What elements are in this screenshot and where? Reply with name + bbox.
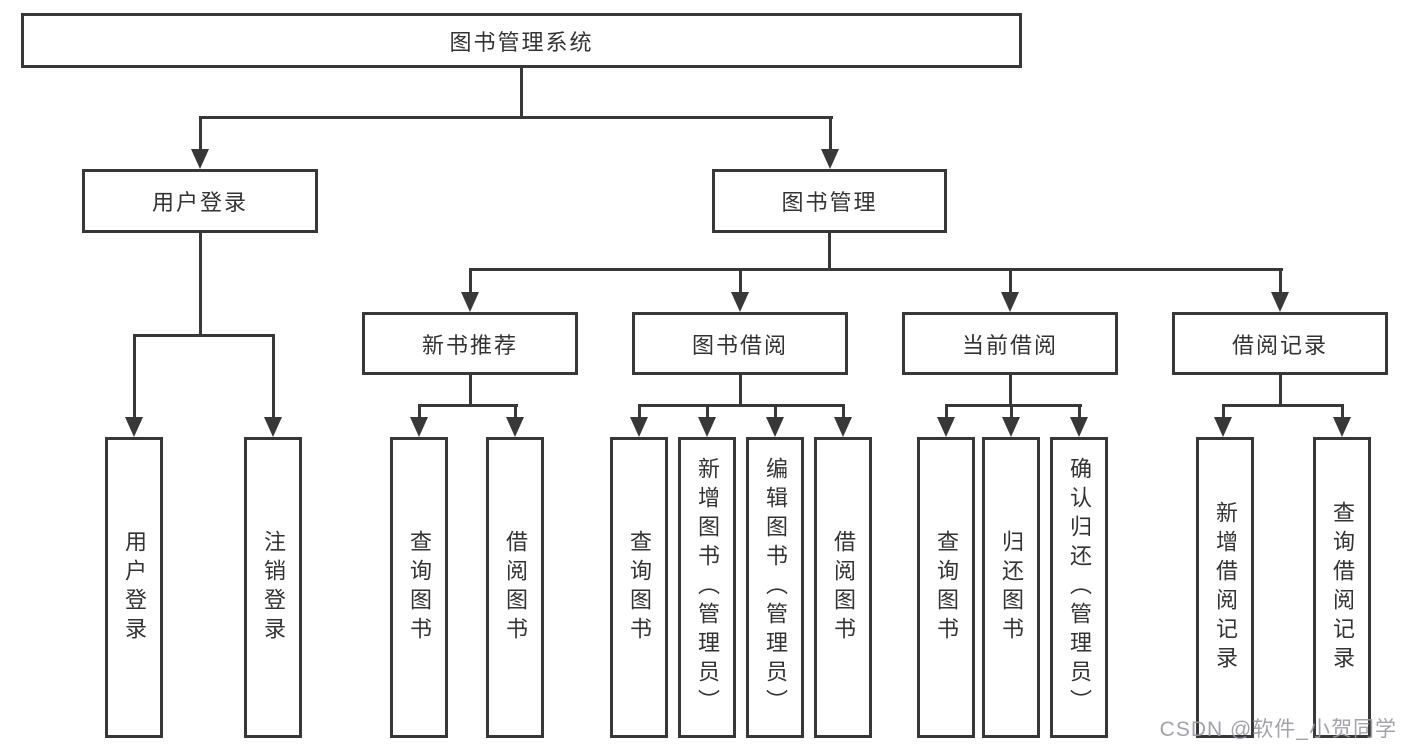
node-borrow-records-label: 借阅记录	[1231, 332, 1328, 358]
connector-root-hline	[199, 116, 833, 119]
leaf-query-borrow-record: 查询借阅记录	[1313, 437, 1371, 738]
node-current-borrowing-label: 当前借阅	[961, 332, 1058, 358]
leaf-confirm-return-admin-label: 确认归还（管理员）	[1067, 457, 1092, 718]
arrow-down-icon	[821, 149, 839, 169]
leaf-query-borrow-record-label: 查询借阅记录	[1330, 500, 1355, 675]
connector-user-hline	[133, 334, 275, 337]
connector-mgmt-hline	[469, 268, 1283, 271]
leaf-user-login-label: 用户登录	[122, 529, 147, 646]
node-current-borrowing: 当前借阅	[902, 312, 1118, 375]
connector-newbooks-c2-stem	[514, 404, 517, 420]
arrow-down-icon	[506, 417, 524, 437]
arrow-down-icon	[264, 417, 282, 437]
node-new-books-label: 新书推荐	[421, 332, 518, 358]
leaf-query-books: 查询图书	[917, 437, 975, 738]
connector-root-to-mgmt-stem	[829, 116, 832, 156]
connector-borrowing-c2-stem	[706, 404, 709, 420]
connector-root-stem	[520, 67, 523, 119]
leaf-query-books: 查询图书	[390, 437, 448, 738]
arrow-down-icon	[1333, 417, 1351, 437]
leaf-add-books-admin: 新增图书（管理员）	[678, 437, 736, 738]
connector-records-c2-stem	[1341, 404, 1344, 420]
arrow-down-icon	[1271, 292, 1289, 312]
connector-newbooks-c1-stem	[418, 404, 421, 420]
node-borrow-records: 借阅记录	[1172, 312, 1388, 375]
arrow-down-icon	[1001, 292, 1019, 312]
leaf-add-books-admin-label: 新增图书（管理员）	[695, 457, 720, 718]
leaf-borrow-books-label: 借阅图书	[503, 529, 528, 646]
connector-current-stem	[1009, 374, 1012, 407]
node-book-mgmt: 图书管理	[712, 169, 947, 233]
leaf-logout-label: 注销登录	[261, 529, 286, 646]
leaf-return-books-label: 归还图书	[999, 529, 1024, 646]
node-root: 图书管理系统	[21, 13, 1022, 68]
connector-borrowing-c4-stem	[842, 404, 845, 420]
connector-user-child2-stem	[272, 334, 275, 420]
connector-mgmt-c2-stem	[739, 268, 742, 296]
node-user-login: 用户登录	[82, 169, 318, 233]
connector-borrowing-c3-stem	[774, 404, 777, 420]
connector-mgmt-c4-stem	[1279, 268, 1282, 296]
connector-current-c3-stem	[1078, 404, 1081, 420]
leaf-edit-books-admin-label: 编辑图书（管理员）	[763, 457, 788, 718]
leaf-logout: 注销登录	[244, 437, 302, 738]
leaf-edit-books-admin: 编辑图书（管理员）	[746, 437, 804, 738]
leaf-return-books: 归还图书	[982, 437, 1040, 738]
leaf-query-books: 查询图书	[610, 437, 668, 738]
node-book-borrowing: 图书借阅	[632, 312, 848, 375]
connector-user-child1-stem	[133, 334, 136, 420]
connector-borrowing-hline	[638, 404, 845, 407]
arrow-down-icon	[937, 417, 955, 437]
connector-mgmt-c3-stem	[1009, 268, 1012, 296]
connector-records-stem	[1279, 374, 1282, 407]
connector-current-c2-stem	[1010, 404, 1013, 420]
node-new-books: 新书推荐	[362, 312, 578, 375]
arrow-down-icon	[461, 292, 479, 312]
leaf-query-books-label: 查询图书	[934, 529, 959, 646]
leaf-user-login: 用户登录	[105, 437, 163, 738]
leaf-confirm-return-admin: 确认归还（管理员）	[1050, 437, 1108, 738]
arrow-down-icon	[410, 417, 428, 437]
leaf-query-books-label: 查询图书	[627, 529, 652, 646]
arrow-down-icon	[125, 417, 143, 437]
connector-user-stem	[199, 232, 202, 337]
connector-records-hline	[1222, 404, 1344, 407]
leaf-borrow-books-label: 借阅图书	[831, 529, 856, 646]
leaf-add-borrow-record-label: 新增借阅记录	[1213, 500, 1238, 675]
arrow-down-icon	[698, 417, 716, 437]
arrow-down-icon	[1070, 417, 1088, 437]
arrow-down-icon	[1002, 417, 1020, 437]
leaf-borrow-books: 借阅图书	[486, 437, 544, 738]
arrow-down-icon	[1214, 417, 1232, 437]
connector-root-to-user-stem	[199, 116, 202, 156]
node-book-borrowing-label: 图书借阅	[691, 332, 788, 358]
node-user-login-label: 用户登录	[151, 190, 248, 215]
arrow-down-icon	[834, 417, 852, 437]
arrow-down-icon	[630, 417, 648, 437]
arrow-down-icon	[766, 417, 784, 437]
connector-current-c1-stem	[945, 404, 948, 420]
connector-records-c1-stem	[1222, 404, 1225, 420]
leaf-query-books-label: 查询图书	[407, 529, 432, 646]
node-root-label: 图书管理系统	[449, 29, 594, 55]
connector-current-hline	[945, 404, 1082, 407]
connector-mgmt-c1-stem	[469, 268, 472, 296]
connector-borrowing-stem	[739, 374, 742, 407]
connector-newbooks-stem	[469, 374, 472, 407]
connector-newbooks-hline	[418, 404, 518, 407]
node-book-mgmt-label: 图书管理	[781, 190, 878, 215]
connector-borrowing-c1-stem	[638, 404, 641, 420]
arrow-down-icon	[731, 292, 749, 312]
leaf-borrow-books: 借阅图书	[814, 437, 872, 738]
arrow-down-icon	[191, 149, 209, 169]
leaf-add-borrow-record: 新增借阅记录	[1196, 437, 1254, 738]
connector-mgmt-stem	[828, 232, 831, 271]
